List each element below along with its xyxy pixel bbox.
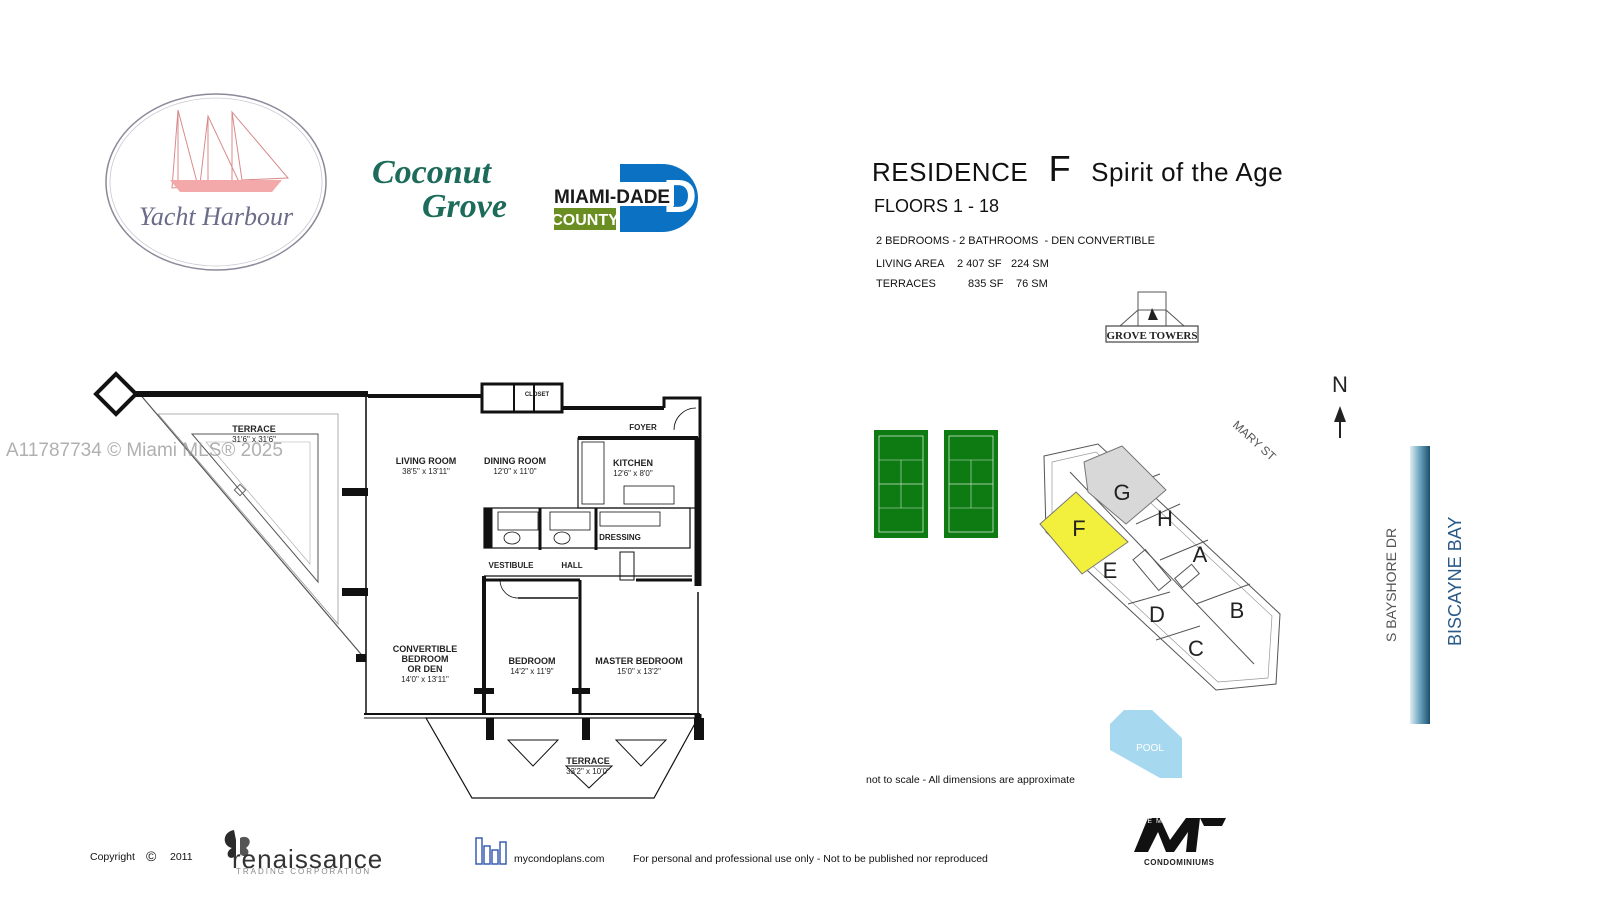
convertible-label-2: BEDROOM: [402, 654, 449, 664]
unit-h-label: H: [1157, 506, 1173, 531]
grove-towers-text: GROVE TOWERS: [1107, 330, 1198, 342]
unit-e-label: E: [1103, 558, 1118, 583]
bayshore-label: S BAYSHORE DR: [1383, 528, 1399, 642]
unit-c-label: C: [1188, 636, 1204, 661]
biscayne-bay-strip: [1410, 446, 1430, 724]
watermark-text: A11787734 © Miami MLS® 2025: [6, 440, 283, 461]
convertible-label-1: CONVERTIBLE: [393, 644, 458, 654]
website-text: mycondoplans.com: [514, 853, 605, 865]
corner-column: [93, 371, 139, 417]
m-mark-icon: [1134, 818, 1226, 852]
living-area-sm: 224 SM: [1011, 258, 1049, 270]
residence-label: RESIDENCE: [872, 157, 1029, 187]
living-area-sf: 2 407 SF: [957, 258, 1002, 270]
bed-bath-text: 2 BEDROOMS - 2 BATHROOMS - DEN CONVERTIB…: [876, 235, 1155, 247]
copyright-icon: ©: [146, 848, 157, 864]
condominiums-text: CONDOMINIUMS: [1144, 858, 1215, 867]
vestibule-label: VESTIBULE: [489, 561, 535, 570]
unit-letter: F: [1048, 148, 1071, 189]
not-to-scale-note: not to scale - All dimensions are approx…: [866, 774, 1075, 786]
renaissance-sub: TRADING CORPORATION: [236, 867, 372, 876]
convertible-dim: 14'0" x 13'11": [401, 675, 449, 684]
residence-header: RESIDENCE F Spirit of the Age: [872, 148, 1283, 190]
foyer-label: FOYER: [629, 423, 657, 432]
master-bedroom-dim: 15'0" x 13'2": [617, 667, 661, 676]
unit-f-label: F: [1072, 516, 1085, 541]
copyright-text: Copyright: [90, 851, 135, 863]
terraces-sm: 76 SM: [1016, 278, 1048, 290]
kitchen-dim: 12'6" x 8'0": [613, 469, 653, 478]
unit-a-label: A: [1193, 542, 1208, 567]
butterfly-icon: [224, 830, 250, 858]
terraces-label: TERRACES: [876, 278, 936, 290]
the-m-condominiums-logo: THE M CONDOMINIUMS: [1130, 812, 1230, 872]
copyright-year: 2011: [170, 851, 193, 863]
unit-name: Spirit of the Age: [1091, 157, 1284, 187]
terrace-left-label: TERRACE: [232, 424, 276, 434]
terraces-sf: 835 SF: [968, 278, 1004, 290]
floor-plan: TERRACE 31'6" x 31'6" LIVING ROOM 38'5" …: [93, 371, 704, 799]
closet-label: CLOSET: [525, 392, 550, 398]
terrace-left-dim: 31'6" x 31'6": [232, 435, 276, 444]
terrace-bottom-dim: 33'2" x 10'0": [566, 767, 610, 776]
coconut-text: Coconut: [372, 154, 492, 191]
kitchen-label: KITCHEN: [613, 458, 653, 468]
pool-area: [1110, 710, 1182, 778]
unit-d-label: D: [1149, 602, 1165, 627]
the-m-sub: THE M: [1136, 818, 1163, 825]
bedroom-dim: 14'2" x 11'9": [510, 667, 553, 676]
bedroom-label: BEDROOM: [509, 656, 556, 666]
floors-text: FLOORS 1 - 18: [874, 196, 1000, 216]
unit-g-area: [1083, 445, 1167, 525]
tennis-court-1: [874, 430, 928, 538]
yacht-harbour-logo: Yacht Harbour: [105, 93, 327, 271]
mary-st-label: MARY ST: [1230, 418, 1279, 464]
site-plan: G F H A E D B C POOL MARY ST S BAYSHORE …: [874, 372, 1465, 778]
north-arrow-icon: [1334, 406, 1346, 438]
grove-towers-logo: GROVE TOWERS: [1105, 291, 1199, 343]
pool-label: POOL: [1136, 743, 1164, 754]
dining-room-dim: 12'0" x 11'0": [493, 467, 536, 476]
unit-g-label: G: [1113, 480, 1130, 505]
county-text: COUNTY: [552, 212, 619, 229]
dressing-label: DRESSING: [599, 533, 641, 542]
tennis-court-2: [944, 430, 998, 538]
convertible-label-3: OR DEN: [407, 664, 442, 674]
north-label: N: [1332, 372, 1348, 397]
terrace-bottom-label: TERRACE: [566, 756, 610, 766]
living-area-label: LIVING AREA: [876, 258, 945, 270]
miami-dade-text: MIAMI-DADE: [554, 187, 670, 208]
master-bedroom-label: MASTER BEDROOM: [595, 656, 683, 666]
grove-text: Grove: [422, 188, 507, 225]
renaissance-text: renaissance: [232, 844, 384, 874]
disclaimer-text: For personal and professional use only -…: [633, 853, 988, 865]
yacht-harbour-text: Yacht Harbour: [139, 202, 294, 231]
living-room-dim: 38'5" x 13'11": [402, 467, 450, 476]
hall-label: HALL: [561, 561, 582, 570]
renaissance-logo: renaissance TRADING CORPORATION: [218, 826, 388, 876]
miami-dade-logo: D MIAMI-DADE COUNTY: [552, 164, 698, 232]
mycondoplans-icon: [475, 837, 507, 865]
coconut-grove-logo: Coconut Grove: [372, 156, 522, 224]
biscayne-bay-label: BISCAYNE BAY: [1445, 517, 1465, 646]
unit-f-area: [1039, 491, 1129, 575]
living-room-label: LIVING ROOM: [396, 456, 457, 466]
dining-room-label: DINING ROOM: [484, 456, 546, 466]
unit-b-label: B: [1230, 598, 1245, 623]
